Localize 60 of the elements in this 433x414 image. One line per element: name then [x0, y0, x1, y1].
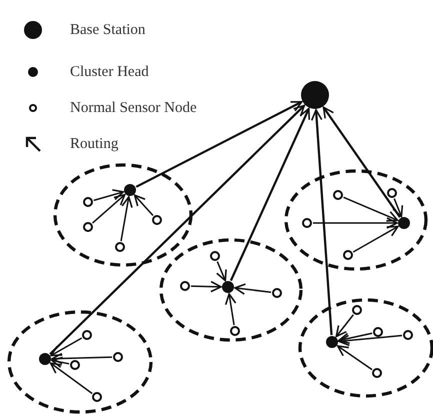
cluster-boundary [7, 310, 153, 414]
sensor-node-circle [343, 250, 353, 260]
sensor-node-circle [387, 188, 397, 198]
routing-arrow [134, 194, 154, 216]
cluster-boundary [284, 169, 428, 271]
routing-arrow [49, 104, 306, 355]
routing-arrow [338, 334, 402, 346]
sensor-node-circle [373, 327, 383, 337]
routing-arrow [136, 100, 302, 188]
sensor-node-circle [180, 281, 190, 291]
cluster-boundary [159, 238, 303, 342]
routing-arrow [224, 293, 236, 326]
cluster-boundary [53, 163, 193, 267]
sensor-node-circle [152, 215, 162, 225]
sensor-node-circle [83, 222, 93, 232]
routing-arrow [234, 283, 272, 295]
cluster-head-dot [124, 184, 136, 196]
cluster-head-dot [222, 281, 234, 293]
sensor-node-circle [272, 288, 282, 298]
routing-arrow [352, 226, 399, 253]
legend-label: Base Station [70, 21, 146, 39]
routing-arrow [51, 352, 112, 364]
sensor-node-circle [113, 352, 123, 362]
sensor-node-circle [230, 326, 240, 336]
cluster-head-dot [39, 353, 51, 365]
routing-arrow [322, 106, 401, 218]
routing-arrow [51, 356, 70, 368]
legend-label: Cluster Head [70, 63, 149, 81]
routing-arrow [190, 280, 222, 292]
routing-arrow [94, 189, 124, 202]
base-station-dot [301, 81, 329, 109]
routing-arrow [310, 109, 333, 336]
routing-arrow [50, 337, 82, 356]
routing-arrow [313, 217, 398, 229]
sensor-node-circle [92, 392, 102, 402]
cluster-head-dot [398, 217, 410, 229]
routing-arrow [338, 332, 372, 344]
sensor-node-circle [82, 330, 92, 340]
sensor-node-circle [83, 197, 93, 207]
routing-arrow [392, 198, 404, 218]
routing-arrow [230, 108, 310, 282]
sensor-node-circle [352, 305, 362, 315]
cluster-boundary [298, 298, 433, 398]
routing-arrow [50, 362, 93, 394]
sensor-node-circle [302, 218, 312, 228]
sensor-node-circle [372, 368, 382, 378]
routing-arrow [336, 345, 372, 370]
routing-arrow [120, 196, 133, 242]
routing-arrow [216, 261, 227, 282]
routing-arrow [92, 194, 126, 224]
legend-label: Normal Sensor Node [70, 99, 197, 117]
cluster-head-dot [326, 336, 338, 348]
sensor-node-circle [333, 190, 343, 200]
routing-arrow [343, 196, 398, 222]
sensor-node-circle [70, 360, 80, 370]
legend-label: Routing [70, 135, 118, 153]
sensor-node-circle [115, 242, 125, 252]
sensor-node-circle [403, 330, 413, 340]
routing-arrow [336, 314, 354, 338]
sensor-node-circle [210, 251, 220, 261]
